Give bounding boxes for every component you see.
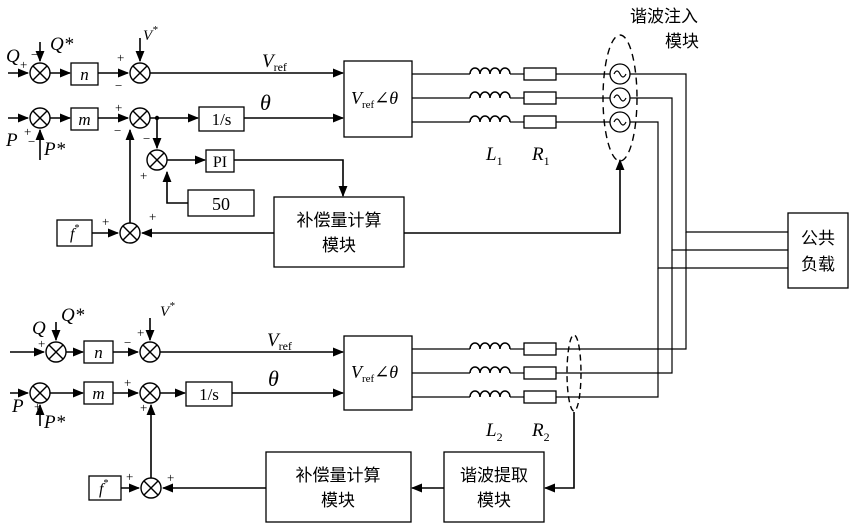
- resistor-lower-c: [524, 391, 556, 403]
- f2-star-plus-sign: +: [126, 469, 133, 484]
- freq-sum-junction: [120, 223, 140, 243]
- lower-phase-lines: [412, 232, 686, 403]
- public-load-label-line1: 公共: [801, 229, 835, 249]
- resistor-label-r1: R1: [531, 144, 550, 168]
- inductor-label-l1: L1: [485, 144, 503, 168]
- compensation-block-lower: [266, 452, 411, 522]
- sensor-to-extraction-line: [545, 412, 574, 488]
- q-sum-junction: [30, 63, 50, 83]
- public-load-block: [788, 213, 848, 288]
- harmonic-source-c: [610, 112, 630, 132]
- compensation-label-line1: 补偿量计算: [297, 211, 382, 231]
- vref2-label: Vref: [267, 330, 292, 353]
- f-star-plus-sign: +: [102, 214, 109, 229]
- v-star-plus-sign: +: [117, 50, 124, 65]
- comp-plus-sign: +: [149, 209, 156, 224]
- n-gain-label: n: [80, 65, 89, 84]
- integrator2-label: 1/s: [199, 385, 219, 404]
- public-load-label-line2: 负载: [801, 255, 835, 275]
- harmonic-injection-label-line1: 谐波注入: [630, 7, 698, 27]
- compensation-label-line2: 模块: [322, 236, 356, 256]
- comp-to-harmonic-line: [404, 160, 620, 233]
- pi-controller-label: PI: [213, 154, 227, 171]
- vref-label: Vref: [262, 51, 287, 74]
- m-gain-label: m: [78, 110, 90, 129]
- inductor-lower-a: [470, 343, 510, 349]
- harmonic-extraction-block: [444, 452, 544, 522]
- harmonic-source-b: [610, 88, 630, 108]
- p-label: P: [5, 130, 18, 151]
- compensation2-label-line1: 补偿量计算: [296, 466, 381, 486]
- q-star-minus-sign: −: [31, 47, 38, 62]
- v2-sum-junction: [140, 342, 160, 362]
- inductor-upper-a: [470, 68, 510, 74]
- v2-star-plus-sign: +: [137, 325, 144, 340]
- resistor-lower-b: [524, 367, 556, 379]
- q2-star-label: Q*: [61, 305, 85, 326]
- v-star-label: V*: [143, 24, 158, 44]
- v-sum-junction: [130, 63, 150, 83]
- upper-phase-lines: [412, 64, 788, 268]
- n-minus-sign: −: [115, 78, 122, 93]
- integrator-label: 1/s: [212, 110, 232, 129]
- pi-sum-minus-sign: −: [143, 131, 150, 146]
- m2-plus-sign: +: [124, 375, 131, 390]
- resistor-label-r2: R2: [531, 420, 550, 444]
- n2-gain-label: n: [94, 343, 103, 362]
- voltage-ref-block-label: Vref∠θ: [351, 88, 398, 111]
- n2-minus-sign: −: [124, 335, 131, 350]
- m-plus-sign: +: [115, 100, 122, 115]
- q2-sum-junction: [46, 342, 66, 362]
- m2-gain-label: m: [92, 384, 104, 403]
- resistor-upper-c: [524, 116, 556, 128]
- q-star-label: Q*: [50, 34, 74, 55]
- f-sum-junction: [130, 108, 150, 128]
- fifty-label: 50: [212, 194, 230, 214]
- q-label: Q: [6, 46, 20, 67]
- inductor-upper-b: [470, 92, 510, 98]
- compensation-block-upper: [274, 197, 404, 267]
- inductor-lower-b: [470, 367, 510, 373]
- resistor-upper-a: [524, 68, 556, 80]
- p2-sum-junction: [30, 383, 50, 403]
- pi-sum-plus-sign: +: [140, 168, 147, 183]
- harmonic-extraction-label-line1: 谐波提取: [460, 466, 528, 486]
- inductor-lower-c: [470, 391, 510, 397]
- v2-star-label: V*: [160, 300, 175, 320]
- p-star-minus-sign: −: [28, 134, 35, 149]
- freq2-sum-junction: [141, 478, 161, 498]
- theta2-label: θ: [268, 366, 279, 391]
- harmonic-extraction-label-line2: 模块: [477, 491, 511, 511]
- p-star-label: P*: [43, 139, 66, 160]
- theta-label: θ: [260, 90, 271, 115]
- harmonic-injection-label-line2: 模块: [665, 32, 699, 52]
- compensation2-label-line2: 模块: [321, 491, 355, 511]
- f2-sum-junction: [140, 383, 160, 403]
- pi-sum-junction: [147, 150, 167, 170]
- upper-inverter: Q + Q* − n − V* + Vref P + P* − m + − 1/…: [5, 7, 788, 268]
- lower-inverter: Q + Q* n − V* + Vref P + P* m + + 1/s θ: [10, 232, 686, 522]
- inductor-label-l2: L2: [485, 420, 503, 444]
- inductor-upper-c: [470, 116, 510, 122]
- harmonic-source-a: [610, 64, 630, 84]
- resistor-upper-b: [524, 92, 556, 104]
- f-minus-sign: −: [114, 123, 121, 138]
- voltage-ref2-block-label: Vref∠θ: [351, 362, 398, 385]
- p-sum-junction: [30, 108, 50, 128]
- q2-plus-sign: +: [38, 336, 45, 351]
- comp2-plus-sign: +: [167, 470, 174, 485]
- q-plus-sign: +: [20, 57, 27, 72]
- resistor-lower-a: [524, 343, 556, 355]
- p2-star-label: P*: [43, 412, 66, 433]
- p2-label: P: [11, 396, 24, 417]
- fifty-to-pi-sum-line: [167, 172, 188, 203]
